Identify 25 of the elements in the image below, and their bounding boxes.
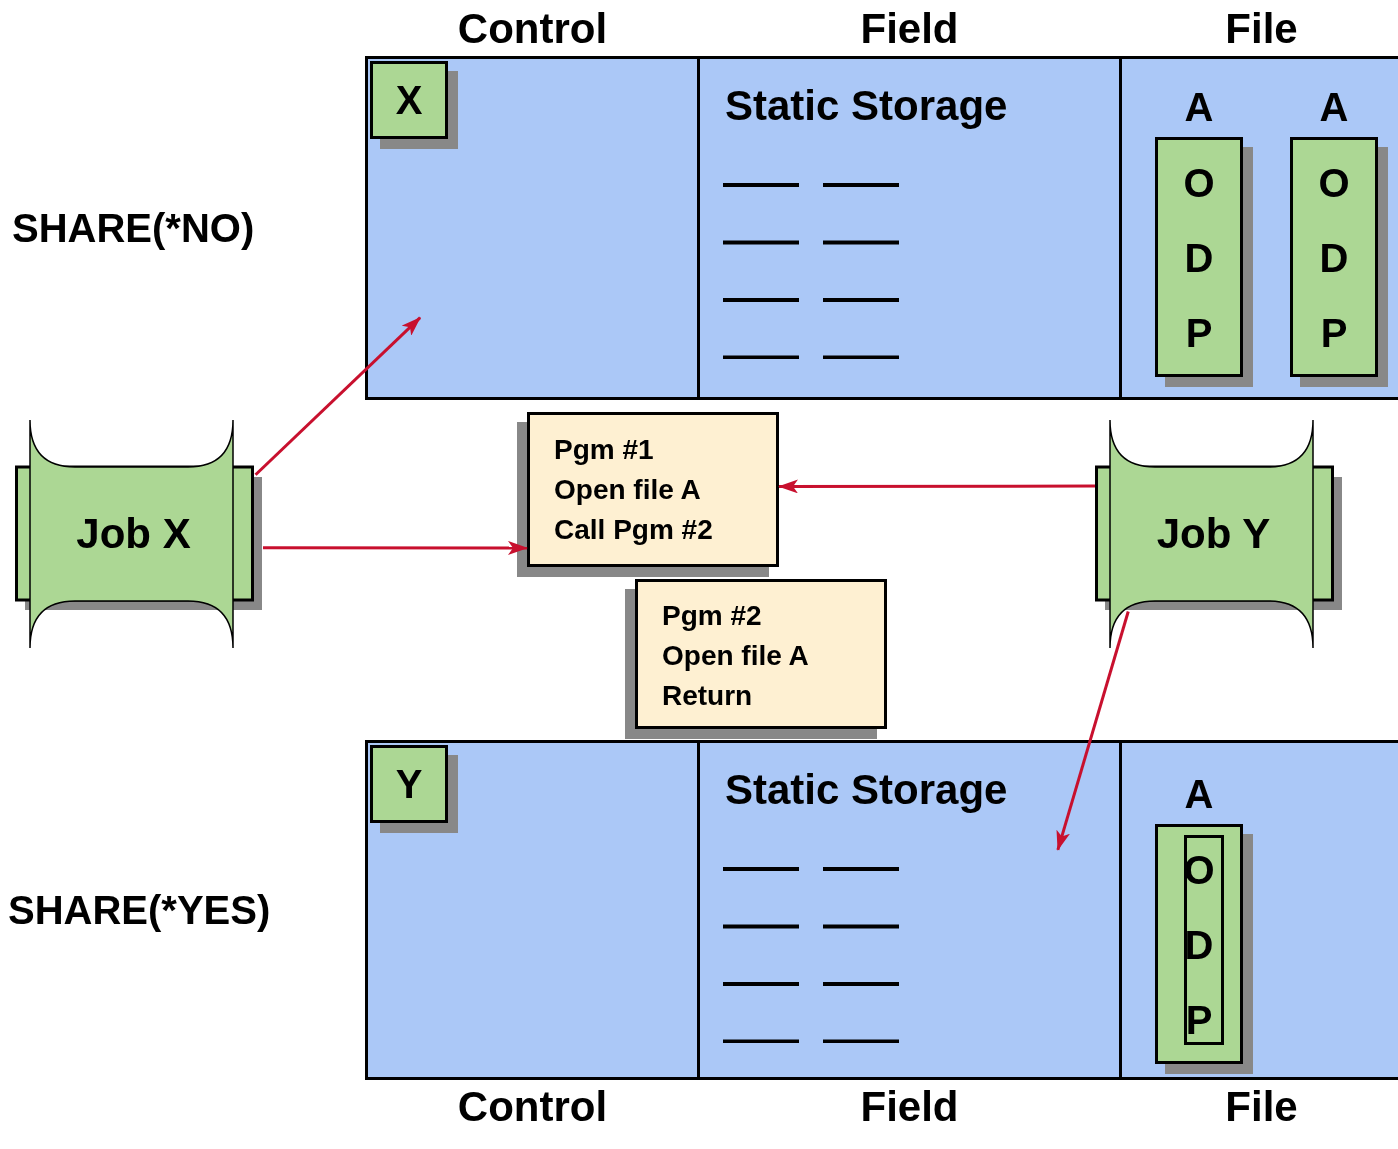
side-label: SHARE(*NO)	[12, 205, 255, 252]
side-label: SHARE(*YES)	[8, 887, 271, 934]
arrow	[778, 479, 1095, 494]
column-heading: Control	[456, 4, 609, 54]
note-line: Open file A	[554, 473, 701, 507]
note-line: Pgm #2	[662, 599, 762, 633]
arrow	[254, 316, 422, 476]
column-heading: Field	[859, 4, 960, 54]
column-heading: File	[1224, 4, 1299, 54]
note-line: Return	[662, 679, 753, 713]
file-letter: A	[1183, 771, 1215, 818]
storage-title: Static Storage	[725, 765, 1008, 815]
note-line: Call Pgm #2	[554, 513, 713, 547]
note-line: Pgm #1	[554, 433, 654, 467]
note-line: Open file A	[662, 639, 809, 673]
arrow	[263, 540, 528, 555]
column-heading: Control	[456, 1082, 609, 1132]
file-letter: A	[1183, 84, 1215, 131]
arrow	[1056, 611, 1130, 851]
storage-title: Static Storage	[725, 81, 1008, 131]
file-letter: A	[1318, 84, 1350, 131]
odp-letters: O D P	[1182, 160, 1216, 357]
column-heading: Field	[859, 1082, 960, 1132]
column-heading: File	[1224, 1082, 1299, 1132]
odp-letters: O D P	[1317, 160, 1351, 357]
